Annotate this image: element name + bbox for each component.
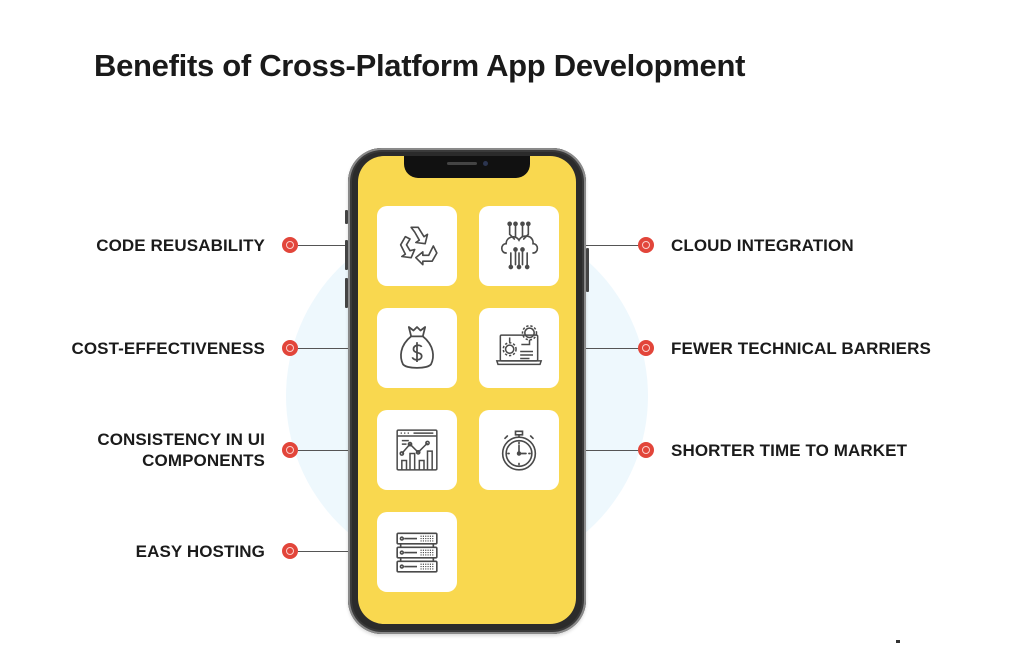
label-easy-hosting: EASY HOSTING bbox=[135, 542, 265, 561]
bullet-dot-icon bbox=[282, 340, 298, 356]
camera bbox=[483, 161, 488, 166]
connector-cloud-integration bbox=[556, 245, 646, 246]
bullet-dot-icon bbox=[282, 543, 298, 559]
tile-consistency-ui bbox=[377, 410, 457, 490]
money-bag-icon bbox=[400, 326, 434, 369]
cloud-circuit-icon bbox=[500, 221, 539, 270]
label-code-reusability: CODE REUSABILITY bbox=[96, 236, 265, 255]
laptop-gears-icon bbox=[495, 325, 543, 366]
label-cloud-integration: CLOUD INTEGRATION bbox=[671, 236, 854, 255]
phone-notch bbox=[404, 156, 530, 178]
bullet-dot-icon bbox=[282, 442, 298, 458]
label-cost-effectiveness: COST-EFFECTIVENESS bbox=[71, 339, 265, 358]
tile-easy-hosting bbox=[377, 512, 457, 592]
page-title: Benefits of Cross-Platform App Developme… bbox=[94, 48, 746, 83]
label-shorter-time-to-market: SHORTER TIME TO MARKET bbox=[671, 441, 908, 460]
bullet-dot-icon bbox=[638, 442, 654, 458]
connector-fewer-barriers bbox=[556, 348, 646, 349]
dashboard-chart-icon bbox=[396, 429, 438, 471]
stopwatch-icon bbox=[501, 430, 537, 471]
label-consistency-ui-line1: CONSISTENCY IN UI bbox=[97, 430, 265, 449]
phone-button bbox=[345, 278, 348, 308]
connector-consistency-ui bbox=[298, 450, 380, 451]
bullet-dot-icon bbox=[282, 237, 298, 253]
tile-fewer-technical-barriers bbox=[479, 308, 559, 388]
phone-button bbox=[345, 240, 348, 270]
connector-cost-effectiveness bbox=[298, 348, 380, 349]
phone-button bbox=[586, 248, 589, 292]
recycle-icon bbox=[399, 226, 438, 266]
tile-code-reusability bbox=[377, 206, 457, 286]
bullet-dot-icon bbox=[638, 237, 654, 253]
connector-code-reusability bbox=[298, 245, 380, 246]
speaker bbox=[447, 162, 477, 165]
connector-time-to-market bbox=[556, 450, 646, 451]
bullet-dot-icon bbox=[638, 340, 654, 356]
label-consistency-ui-line2: COMPONENTS bbox=[142, 451, 265, 470]
server-rack-icon bbox=[396, 532, 438, 573]
connector-easy-hosting bbox=[298, 551, 380, 552]
tile-shorter-time-to-market bbox=[479, 410, 559, 490]
stray-mark bbox=[896, 640, 900, 643]
tile-cost-effectiveness bbox=[377, 308, 457, 388]
label-fewer-technical-barriers: FEWER TECHNICAL BARRIERS bbox=[671, 339, 931, 358]
tile-cloud-integration bbox=[479, 206, 559, 286]
phone-button bbox=[345, 210, 348, 224]
